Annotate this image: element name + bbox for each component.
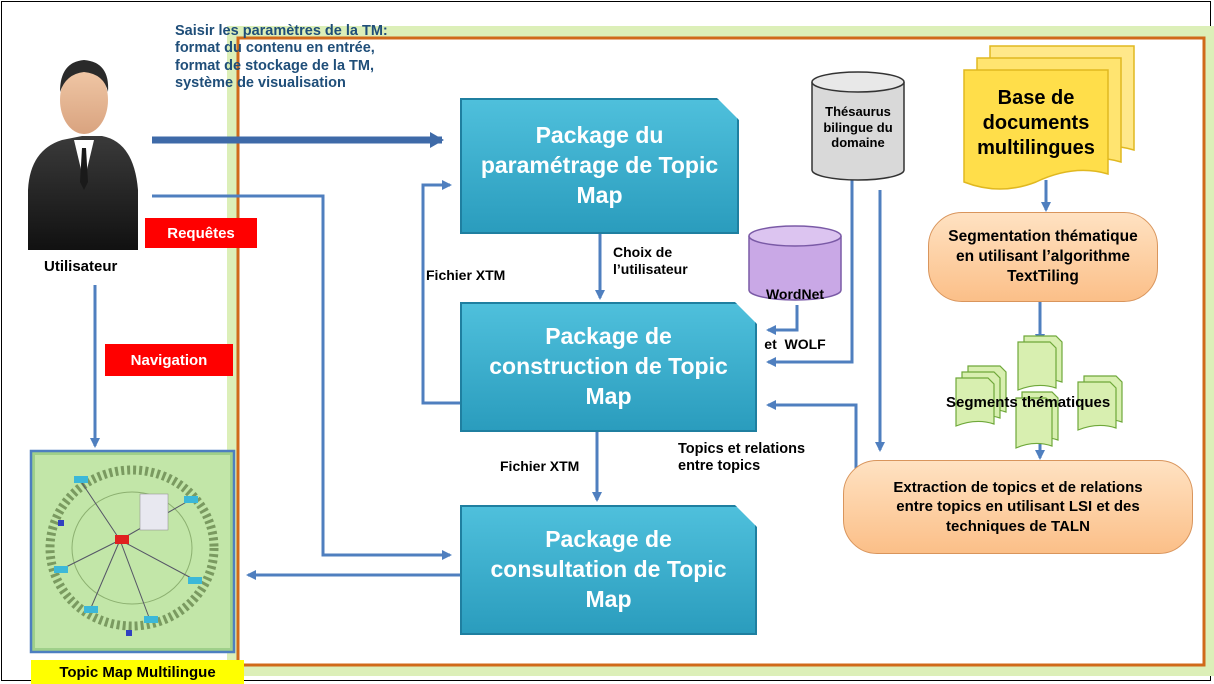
person-icon — [28, 60, 138, 250]
segments-pages-icon — [955, 335, 1123, 449]
package-consultation-line: consultation de Topic — [490, 556, 727, 583]
wordnet-line: WordNet — [765, 285, 825, 302]
documents-line: multilingues — [977, 137, 1095, 159]
params-note: Saisir les paramètres de la TM: format d… — [175, 23, 388, 93]
params-note-line: format de stockage de la TM, — [175, 57, 375, 74]
document-stack-icon — [963, 45, 1135, 190]
package-consultation-line: Package de — [545, 526, 672, 553]
database-cylinder-icon — [811, 71, 905, 181]
documents-label: Base de documents multilingues — [964, 86, 1108, 161]
thesaurus-line: Thésaurus — [825, 104, 891, 119]
extraction-line: techniques de TALN — [946, 517, 1090, 535]
package-consultation: Package de consultation de Topic Map — [460, 505, 757, 635]
requetes-tag: Requêtes — [145, 218, 257, 248]
wordnet-line: et WOLF — [764, 335, 826, 352]
params-note-line: format du contenu en entrée, — [175, 40, 375, 57]
topics-relations-line: Topics et relations — [678, 441, 806, 457]
segmentation-line: en utilisant l’algorithme — [956, 247, 1130, 265]
arrow-user-requetes — [152, 194, 452, 560]
thesaurus-line: bilingue du — [823, 119, 893, 135]
package-construction: Package de construction de Topic Map — [460, 302, 757, 432]
fichier-xtm-mid-label: Fichier XTM — [500, 458, 580, 474]
arrow-extraction-to-construction — [766, 400, 858, 476]
choix-label: Choix de l’utilisateur — [613, 244, 688, 278]
extraction-process: Extraction de topics et de relations ent… — [843, 460, 1193, 554]
arrow-fichier-xtm-loop — [421, 180, 460, 405]
params-note-line: système de visualisation — [175, 75, 346, 92]
segmentation-process: Segmentation thématique en utilisant l’a… — [928, 212, 1158, 302]
choix-line: Choix de — [613, 244, 673, 260]
package-parametrage: Package du paramétrage de Topic Map — [460, 98, 739, 234]
navigation-tag: Navigation — [105, 344, 233, 376]
documents-line: Base de — [997, 87, 1075, 109]
segments-label: Segments thématiques — [946, 394, 1111, 411]
params-note-line: Saisir les paramètres de la TM: — [175, 23, 388, 39]
package-construction-line: construction de Topic — [489, 353, 728, 380]
package-construction-line: Map — [585, 382, 632, 409]
package-parametrage-line: paramétrage de Topic — [480, 152, 719, 179]
user-label: Utilisateur — [44, 258, 118, 275]
fichier-xtm-left-label: Fichier XTM — [426, 267, 506, 283]
arrow-thesaurus-to-construction — [766, 180, 854, 367]
package-consultation-line: Map — [585, 585, 632, 612]
package-construction-line: Package de — [545, 323, 672, 350]
extraction-line: entre topics en utilisant LSI et des — [896, 498, 1140, 516]
segmentation-line: Segmentation thématique — [948, 227, 1138, 245]
extraction-line: Extraction de topics et de relations — [893, 478, 1143, 496]
wordnet-label: WordNet et WOLF — [749, 252, 841, 370]
segmentation-line: TextTiling — [1007, 268, 1079, 286]
topics-relations-label: Topics et relations entre topics — [678, 441, 805, 476]
choix-line: l’utilisateur — [613, 260, 688, 277]
wordnet-cylinder-icon — [748, 225, 842, 301]
system-boundary — [227, 26, 1214, 676]
package-parametrage-line: Map — [576, 181, 623, 208]
topics-relations-line: entre topics — [678, 458, 761, 475]
documents-line: documents — [982, 112, 1090, 134]
arrow-wordnet-to-construction — [766, 305, 799, 335]
thesaurus-label: Thésaurus bilingue du domaine — [812, 104, 904, 151]
topic-map-thumbnail — [29, 449, 236, 654]
package-parametrage-line: Package du — [535, 122, 664, 149]
topic-map-multilingue-tag: Topic Map Multilingue — [31, 660, 244, 684]
thesaurus-line: domaine — [831, 135, 885, 151]
